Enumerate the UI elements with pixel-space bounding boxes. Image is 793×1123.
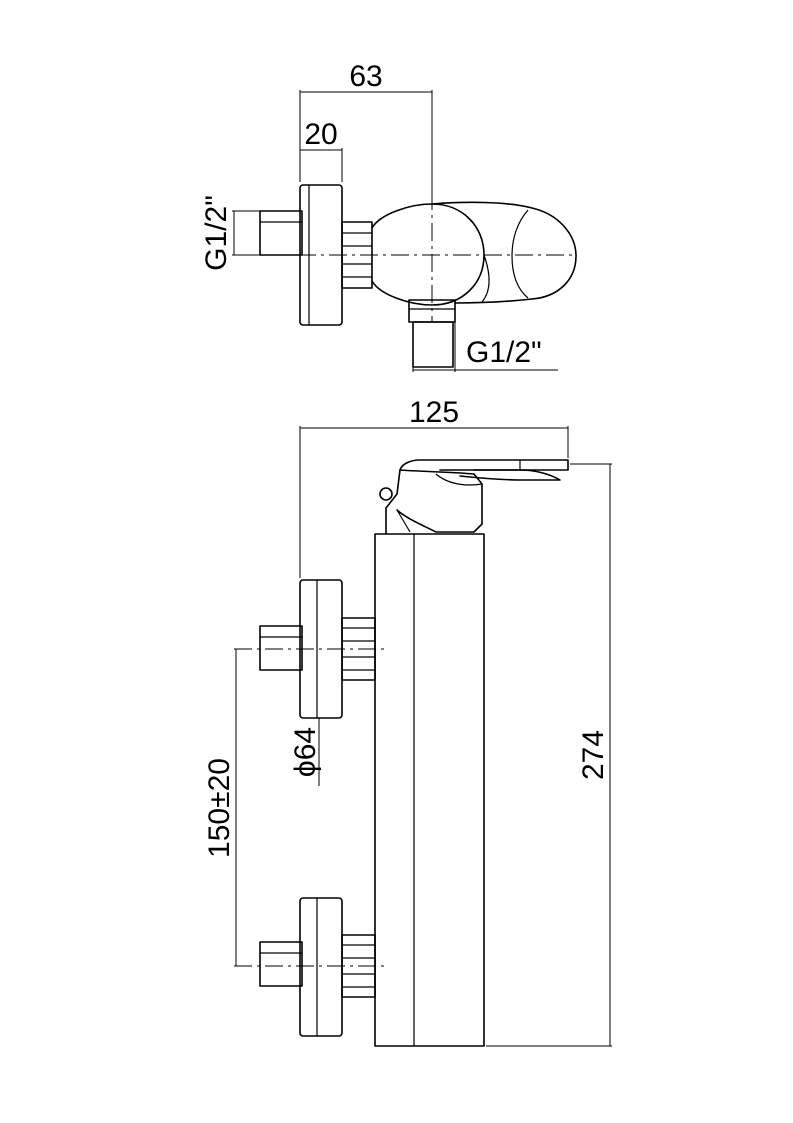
outlet-thread-label: G1/2" bbox=[466, 336, 542, 369]
top-lever-handle bbox=[431, 201, 577, 304]
front-mixer-body bbox=[374, 533, 485, 1047]
dimension-274-label: 274 bbox=[577, 730, 610, 780]
inlet-thread-label: G1/2" bbox=[200, 195, 233, 271]
front-lower-connection bbox=[259, 897, 376, 1037]
dimension-phi64: ϕ64 bbox=[289, 718, 322, 786]
dimension-63-label: 63 bbox=[349, 60, 382, 93]
dimension-20-label: 20 bbox=[304, 118, 337, 151]
dimension-63: 63 bbox=[299, 60, 433, 196]
dimension-125: 125 bbox=[299, 396, 569, 578]
dimension-20: 20 bbox=[299, 118, 343, 182]
dimension-274: 274 bbox=[486, 463, 612, 1047]
dimension-125-label: 125 bbox=[409, 396, 459, 429]
dimension-150-label: 150±20 bbox=[203, 758, 236, 858]
dimension-150: 150±20 bbox=[203, 649, 237, 966]
dimension-outlet-thread: G1/2" bbox=[412, 322, 558, 372]
dimension-inlet-thread: G1/2" bbox=[200, 195, 260, 271]
front-view: 125 274 150±20 ϕ64 bbox=[203, 396, 612, 1047]
top-view: 63 20 G1/2" G1/2" bbox=[200, 60, 577, 372]
front-lever-handle bbox=[379, 459, 569, 535]
dimension-phi64-label: ϕ64 bbox=[289, 727, 322, 777]
top-inlet-nipple bbox=[259, 210, 303, 256]
